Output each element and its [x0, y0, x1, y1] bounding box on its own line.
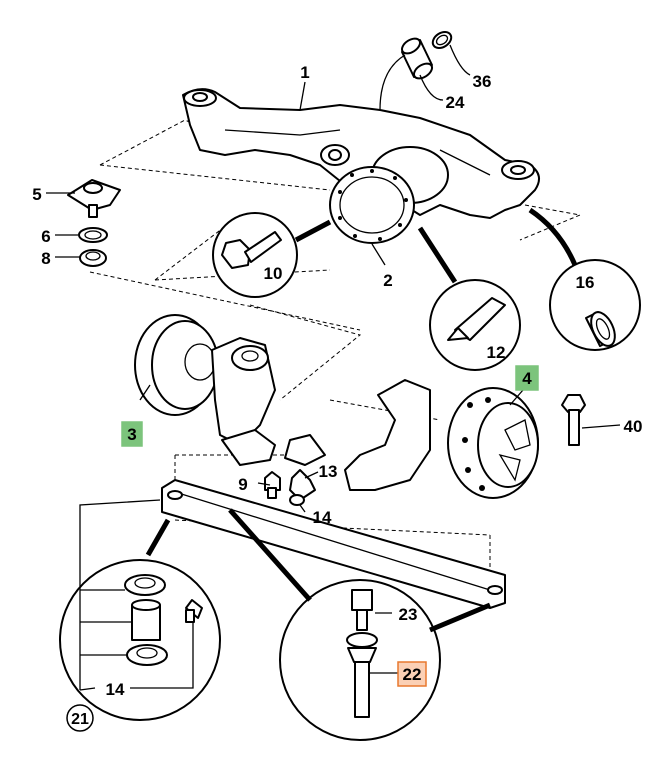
- svg-text:5: 5: [32, 185, 41, 204]
- small-parts-left: [67, 179, 121, 267]
- svg-text:2: 2: [383, 271, 392, 290]
- svg-text:14: 14: [106, 680, 125, 699]
- fasteners-center: [264, 434, 326, 506]
- callout-36: 36: [473, 72, 492, 91]
- swivel-hub-left: [134, 314, 276, 466]
- callout-1: 1: [300, 63, 309, 82]
- svg-text:9: 9: [238, 475, 247, 494]
- callout-3: 3: [121, 421, 143, 447]
- callout-4: 4: [515, 365, 539, 391]
- svg-text:23: 23: [399, 605, 418, 624]
- swivel-hub-right: [344, 379, 539, 499]
- track-rod: [161, 479, 506, 609]
- callout-14-center: 14: [313, 508, 332, 527]
- callout-10: 10: [264, 264, 283, 283]
- callout-5: 5: [32, 185, 41, 204]
- svg-text:16: 16: [576, 273, 595, 292]
- svg-text:36: 36: [473, 72, 492, 91]
- bearing-detail-circle: [528, 207, 641, 351]
- callout-6: 6: [41, 227, 50, 246]
- svg-text:6: 6: [41, 227, 50, 246]
- svg-text:22: 22: [403, 665, 422, 684]
- callout-21: 21: [66, 704, 94, 732]
- svg-text:24: 24: [446, 93, 465, 112]
- callouts: 1 2 3 4 5 6 8 9 10 12 13: [32, 63, 643, 732]
- callout-40: 40: [624, 417, 643, 436]
- svg-text:4: 4: [522, 369, 532, 388]
- pinch-bolt-detail-circle: [228, 508, 491, 741]
- callout-24: 24: [446, 93, 465, 112]
- svg-text:10: 10: [264, 264, 283, 283]
- bush-and-washer: [379, 30, 471, 111]
- callout-12: 12: [487, 343, 506, 362]
- axle-casing: [182, 88, 540, 219]
- leader-lines: [46, 81, 524, 691]
- callout-22-box: [397, 661, 427, 687]
- svg-text:14: 14: [313, 508, 332, 527]
- svg-text:12: 12: [487, 343, 506, 362]
- svg-text:1: 1: [300, 63, 309, 82]
- svg-text:8: 8: [41, 249, 50, 268]
- svg-text:13: 13: [319, 462, 338, 481]
- callout-9: 9: [238, 475, 247, 494]
- svg-text:3: 3: [127, 425, 136, 444]
- callout-8: 8: [41, 249, 50, 268]
- differential-cover: [329, 166, 415, 244]
- svg-text:21: 21: [71, 711, 89, 728]
- bolt-detail-circle: [212, 212, 332, 298]
- callout-2: 2: [383, 271, 392, 290]
- bolt-40: [561, 394, 621, 446]
- callout-23: 23: [399, 605, 418, 624]
- callout-4-box: [515, 365, 539, 391]
- svg-text:40: 40: [624, 417, 643, 436]
- callout-3-box: [121, 421, 143, 447]
- callout-14-left: 14: [106, 680, 125, 699]
- sealant-detail-circle: [417, 226, 521, 371]
- callout-13: 13: [319, 462, 338, 481]
- callout-16: 16: [576, 273, 595, 292]
- callout-22: 22: [397, 661, 427, 687]
